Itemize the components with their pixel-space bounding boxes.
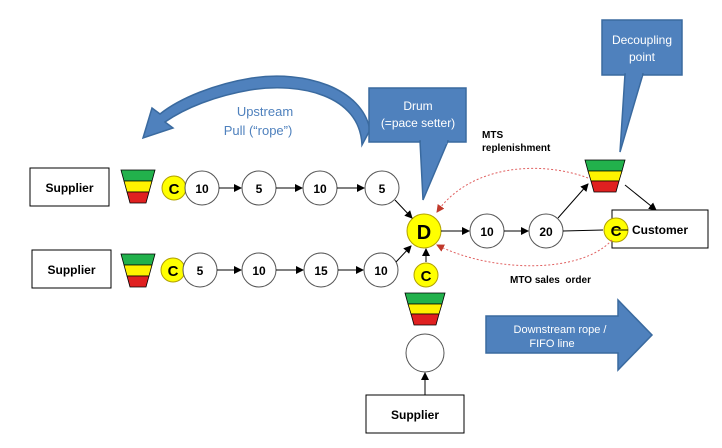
mto-label: MTO sales order bbox=[510, 275, 591, 286]
buffer-bottom bbox=[404, 292, 446, 326]
buffer-marker-top-label: C bbox=[169, 181, 180, 198]
process-middle-3-label: 15 bbox=[314, 264, 328, 278]
buffer-marker-mto-label: C bbox=[611, 223, 622, 240]
buffer-marker-bottom bbox=[413, 262, 439, 288]
buffer-middle bbox=[120, 253, 156, 288]
process-top-4-label: 5 bbox=[379, 182, 386, 196]
buffer-decoupling bbox=[584, 159, 626, 193]
process-top-1-label: 10 bbox=[195, 182, 209, 196]
process-downstream-1-label: 10 bbox=[480, 225, 494, 239]
drum-callout-line2: (=pace setter) bbox=[381, 116, 455, 130]
process-bottom-1 bbox=[405, 333, 445, 373]
supplier-top-label: Supplier bbox=[45, 181, 93, 195]
supplier-bottom-label: Supplier bbox=[391, 408, 439, 422]
supplier-middle-box bbox=[31, 249, 112, 289]
drum-callout bbox=[368, 87, 467, 201]
process-top-3-label: 10 bbox=[313, 182, 327, 196]
buffer-marker-bottom-label: C bbox=[421, 268, 432, 285]
upstream-label-line2: Pull (“rope”) bbox=[224, 123, 293, 138]
process-middle-2-label: 10 bbox=[252, 264, 266, 278]
decoupling-callout-line1: Decoupling bbox=[612, 33, 672, 47]
supplier-top-box bbox=[29, 167, 110, 207]
process-middle-4-label: 10 bbox=[374, 264, 388, 278]
upstream-label-line1: Upstream bbox=[237, 104, 293, 119]
drum-callout-line1: Drum bbox=[403, 99, 432, 113]
buffer-marker-middle-label: C bbox=[168, 263, 179, 280]
feedback-arrows bbox=[436, 167, 613, 267]
buffer-top bbox=[120, 169, 156, 204]
flow-arrows bbox=[217, 183, 657, 395]
customer-label: Customer bbox=[632, 223, 688, 237]
process-top-2-label: 5 bbox=[256, 182, 263, 196]
supplier-bottom-box bbox=[365, 394, 465, 434]
mts-label-line1: MTS bbox=[482, 130, 503, 141]
downstream-label-line2: FIFO line bbox=[529, 338, 574, 350]
downstream-label-line1: Downstream rope / bbox=[514, 324, 608, 336]
decoupling-callout bbox=[601, 19, 683, 153]
process-downstream-2-label: 20 bbox=[539, 225, 553, 239]
decoupling-callout-line2: point bbox=[629, 50, 656, 64]
mts-label-line2: replenishment bbox=[482, 143, 551, 154]
upstream-pull-arrow bbox=[141, 75, 371, 148]
supplier-middle-label: Supplier bbox=[47, 263, 95, 277]
process-top-4 bbox=[364, 170, 400, 206]
process-middle-1-label: 5 bbox=[197, 264, 204, 278]
drum-marker-label: D bbox=[417, 222, 431, 244]
downstream-rope-arrow bbox=[485, 298, 654, 372]
process-middle-4 bbox=[363, 252, 399, 288]
